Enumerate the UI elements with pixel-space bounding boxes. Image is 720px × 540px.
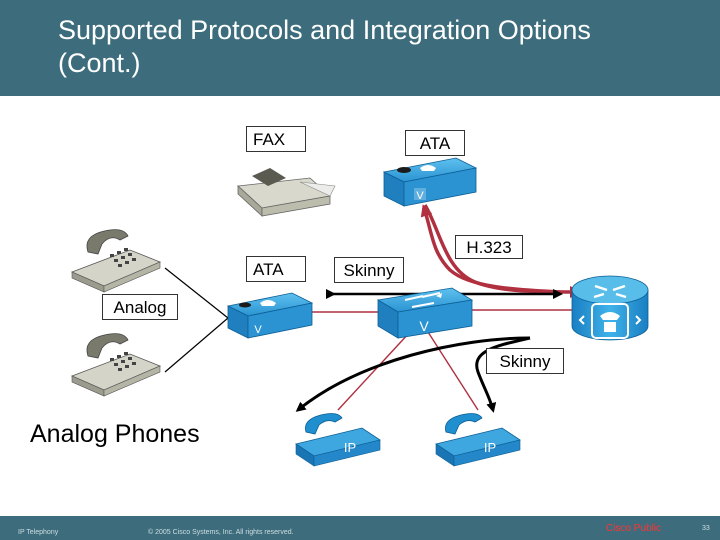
footer-bar (0, 516, 720, 540)
ata-top-label: ATA (405, 130, 465, 156)
title-bar (0, 0, 720, 96)
skinny-bottom-label: Skinny (486, 348, 564, 374)
skinny-arrow-left (295, 336, 531, 412)
analog-links (164, 267, 229, 373)
call-manager-icon (571, 275, 649, 341)
analog-phone-icon (70, 333, 162, 397)
ip-phone-2-label: IP (484, 440, 496, 455)
switch-icon: V (376, 287, 474, 339)
ip-phone-icon: IP (435, 413, 521, 467)
ata-mid-label: ATA (246, 256, 306, 282)
skinny-top-label: Skinny (334, 257, 404, 283)
skinny-arrow-right (475, 336, 531, 413)
footer-classification: Cisco Public (606, 523, 662, 534)
ata-icon: V (226, 292, 314, 339)
ip-phone-1-label: IP (344, 440, 356, 455)
footer-copyright: © 2005 Cisco Systems, Inc. All rights re… (148, 529, 294, 536)
analog-phones-caption: Analog Phones (30, 420, 200, 448)
ata-top-v-label: V (416, 190, 424, 202)
footer-section: IP Telephony (18, 529, 59, 536)
ip-phone-icon: IP (295, 413, 381, 467)
analog-label: Analog (102, 294, 178, 320)
switch-v-label: V (419, 318, 429, 334)
ata-mid-v-label: V (254, 324, 262, 336)
slide-title: Supported Protocols and Integration Opti… (58, 15, 591, 78)
fax-label: FAX (246, 126, 306, 152)
ata-icon: V (382, 157, 478, 207)
h323-label: H.323 (455, 235, 523, 259)
analog-phone-icon (70, 229, 162, 293)
page-number: 33 (702, 525, 710, 532)
fax-machine-icon (237, 168, 336, 217)
